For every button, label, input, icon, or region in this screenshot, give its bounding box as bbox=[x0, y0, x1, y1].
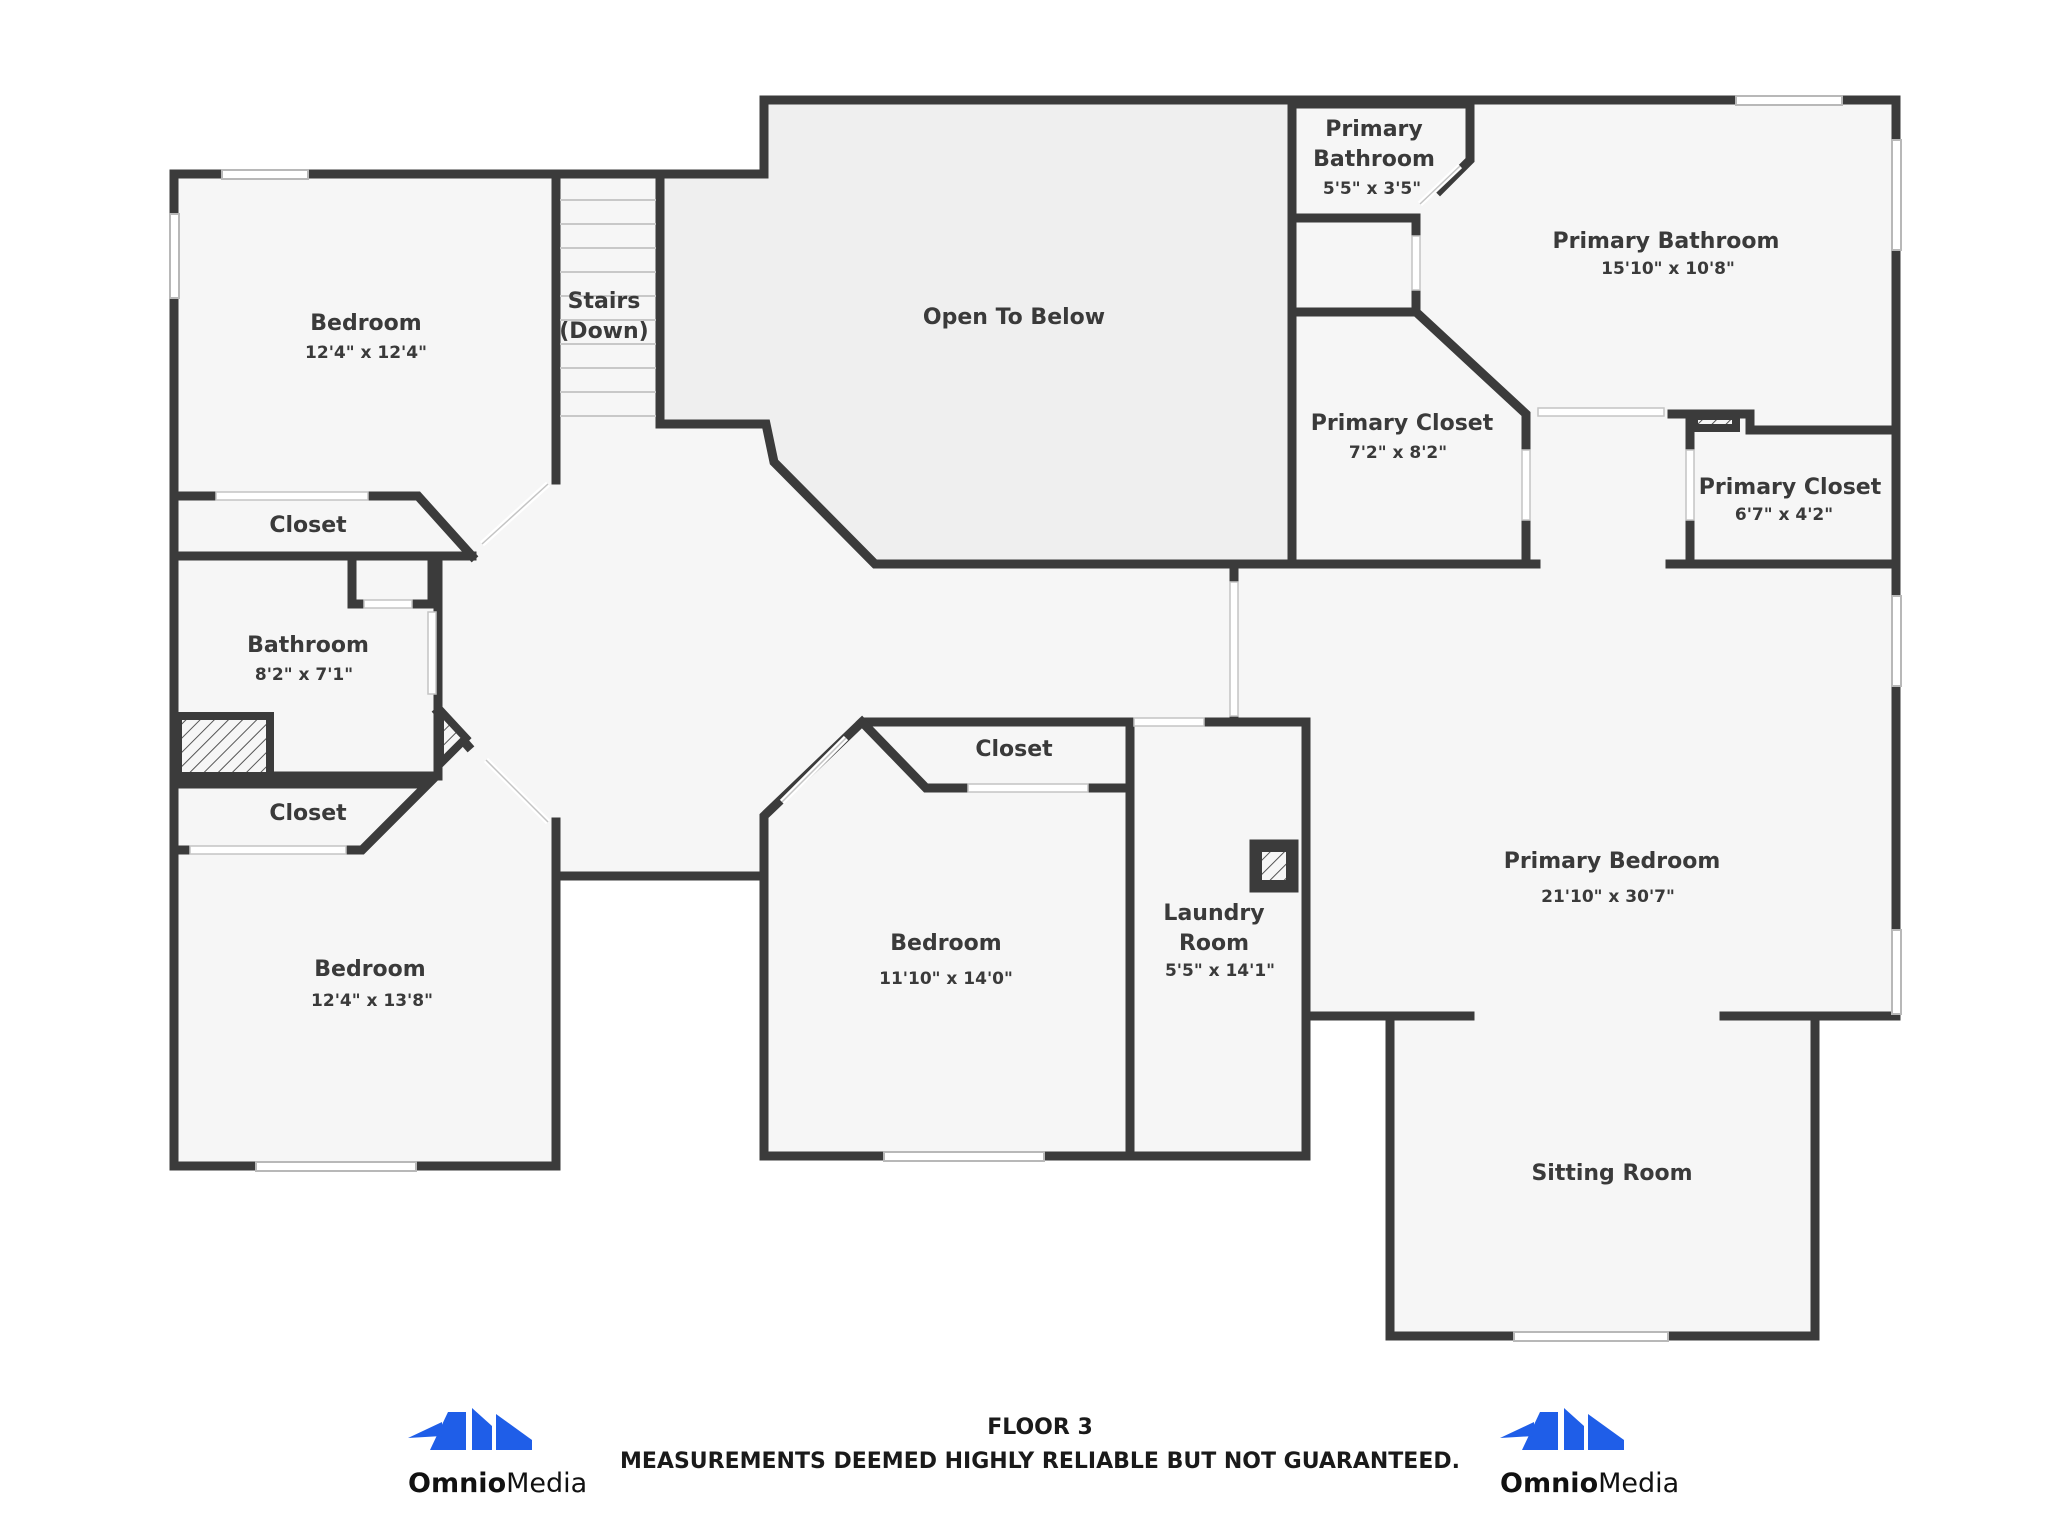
room-name: Stairs bbox=[568, 289, 641, 314]
room-dimensions: 6'7" x 4'2" bbox=[1735, 505, 1833, 525]
disclaimer-text: MEASUREMENTS DEEMED HIGHLY RELIABLE BUT … bbox=[620, 1449, 1460, 1474]
room-sitting-room: Sitting Room bbox=[1531, 1161, 1692, 1186]
room-name: Closet bbox=[975, 737, 1053, 762]
room-name: Primary Closet bbox=[1699, 475, 1882, 500]
room-name: Primary Bedroom bbox=[1504, 849, 1721, 874]
brand-logo-left: OmnioMedia bbox=[408, 1408, 587, 1499]
room-primary-bedroom: Primary Bedroom 21'10" x 30'7" bbox=[1504, 849, 1721, 907]
room-bathroom: Bathroom 8'2" x 7'1" bbox=[247, 633, 369, 685]
logo-mark-icon bbox=[408, 1408, 532, 1450]
room-bedroom-center: Bedroom 11'10" x 14'0" bbox=[879, 931, 1013, 989]
footer: FLOOR 3 MEASUREMENTS DEEMED HIGHLY RELIA… bbox=[620, 1415, 1460, 1474]
windows bbox=[169, 95, 1902, 1342]
room-dimensions: 11'10" x 14'0" bbox=[879, 969, 1013, 989]
brand-logo-right: OmnioMedia bbox=[1500, 1408, 1679, 1499]
room-dimensions: 15'10" x 10'8" bbox=[1601, 259, 1735, 279]
room-primary-closet-1: Primary Closet 7'2" x 8'2" bbox=[1311, 411, 1494, 463]
room-closet-center: Closet bbox=[975, 737, 1053, 762]
room-name: Primary Bathroom bbox=[1553, 229, 1780, 254]
room-bedroom-nw: Bedroom 12'4" x 12'4" bbox=[305, 311, 427, 363]
room-name: Bathroom bbox=[247, 633, 369, 658]
logo-mark-icon bbox=[1500, 1408, 1624, 1450]
room-closet-sw: Closet bbox=[269, 801, 347, 826]
stair-treads bbox=[560, 199, 656, 417]
room-name-line2: (Down) bbox=[559, 319, 648, 344]
room-primary-bathroom: Primary Bathroom 15'10" x 10'8" bbox=[1553, 229, 1780, 279]
open-to-below-area bbox=[660, 100, 1292, 564]
room-bedroom-sw: Bedroom 12'4" x 13'8" bbox=[311, 957, 433, 1011]
room-open-to-below: Open To Below bbox=[923, 305, 1105, 330]
room-name-line2: Bathroom bbox=[1313, 147, 1435, 172]
room-name: Sitting Room bbox=[1531, 1161, 1692, 1186]
brand-name-light: Media bbox=[506, 1468, 587, 1499]
hatched-blocks bbox=[174, 412, 1740, 888]
room-dimensions: 21'10" x 30'7" bbox=[1541, 887, 1675, 907]
room-closet-nw: Closet bbox=[269, 513, 347, 538]
room-dimensions: 12'4" x 13'8" bbox=[311, 991, 433, 1011]
brand-name-light: Media bbox=[1598, 1468, 1679, 1499]
room-stairs: Stairs (Down) bbox=[559, 289, 648, 344]
room-primary-closet-2: Primary Closet 6'7" x 4'2" bbox=[1699, 475, 1882, 525]
room-name: Primary Closet bbox=[1311, 411, 1494, 436]
room-name: Bedroom bbox=[310, 311, 421, 336]
room-name: Bedroom bbox=[314, 957, 425, 982]
room-primary-bathroom-small: Primary Bathroom 5'5" x 3'5" bbox=[1313, 117, 1435, 199]
brand-name-bold: Omnio bbox=[1500, 1468, 1598, 1499]
brand-name: OmnioMedia bbox=[408, 1468, 587, 1499]
room-dimensions: 8'2" x 7'1" bbox=[255, 665, 353, 685]
room-labels: Bedroom 12'4" x 12'4" Stairs (Down) Open… bbox=[247, 117, 1882, 1186]
room-dimensions: 7'2" x 8'2" bbox=[1349, 443, 1447, 463]
room-dimensions: 5'5" x 3'5" bbox=[1323, 179, 1421, 199]
room-name: Closet bbox=[269, 801, 347, 826]
room-name: Laundry bbox=[1163, 901, 1264, 926]
room-name: Open To Below bbox=[923, 305, 1105, 330]
room-name: Bedroom bbox=[890, 931, 1001, 956]
room-name-line2: Room bbox=[1179, 931, 1249, 956]
room-name: Primary bbox=[1325, 117, 1422, 142]
room-dimensions: 12'4" x 12'4" bbox=[305, 343, 427, 363]
room-dimensions: 5'5" x 14'1" bbox=[1165, 961, 1275, 981]
room-name: Closet bbox=[269, 513, 347, 538]
brand-name: OmnioMedia bbox=[1500, 1468, 1679, 1499]
floor-label: FLOOR 3 bbox=[987, 1415, 1093, 1440]
room-laundry: Laundry Room 5'5" x 14'1" bbox=[1163, 901, 1275, 981]
brand-name-bold: Omnio bbox=[408, 1468, 506, 1499]
